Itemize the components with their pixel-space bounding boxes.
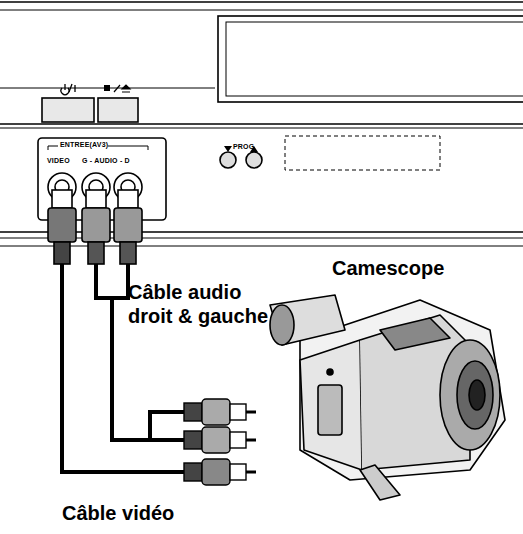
cable-label: Câble vidéo [62, 502, 174, 525]
device-label: Camescope [332, 257, 444, 280]
jack-label: G - AUDIO - D [82, 157, 130, 165]
cable-label: Câble audio droit & gauche [128, 280, 268, 328]
input-group-label: ENTREE(AV3) [60, 141, 108, 149]
jack-label: VIDEO [47, 157, 70, 165]
button-label: PROG [233, 143, 254, 151]
